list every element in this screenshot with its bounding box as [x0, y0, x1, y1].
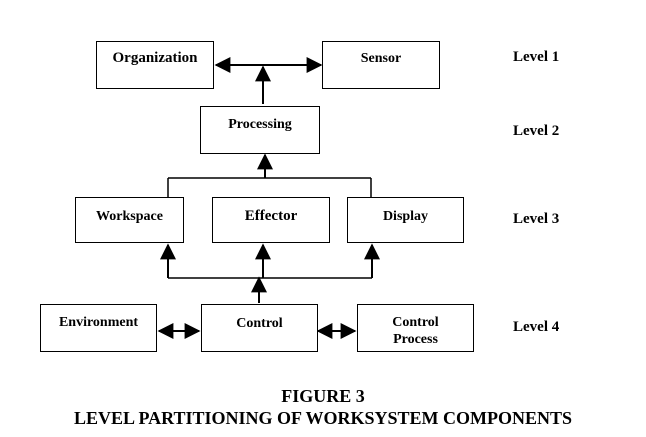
node-workspace-label: Workspace [96, 209, 163, 224]
node-control-process: Control Process [357, 304, 474, 352]
level-4-label: Level 4 [513, 319, 560, 335]
node-organization: Organization [96, 41, 214, 89]
node-effector: Effector [212, 197, 330, 243]
node-organization-label: Organization [112, 50, 198, 66]
node-control-process-label: Control Process [392, 315, 439, 347]
node-control: Control [201, 304, 318, 352]
node-environment-label: Environment [58, 315, 139, 330]
node-display-label: Display [382, 209, 429, 224]
node-processing: Processing [200, 106, 320, 154]
node-sensor-label: Sensor [360, 51, 402, 66]
node-workspace: Workspace [75, 197, 184, 243]
figure-title: LEVEL PARTITIONING OF WORKSYSTEM COMPONE… [73, 408, 573, 428]
level-1-label: Level 1 [513, 49, 560, 65]
node-effector-label: Effector [244, 208, 298, 224]
level-3-label: Level 3 [513, 211, 560, 227]
node-environment: Environment [40, 304, 157, 352]
level-2-label: Level 2 [513, 123, 560, 139]
node-display: Display [347, 197, 464, 243]
figure-number: FIGURE 3 [281, 386, 365, 406]
node-control-label: Control [236, 316, 283, 331]
node-processing-label: Processing [228, 117, 292, 132]
node-sensor: Sensor [322, 41, 440, 89]
